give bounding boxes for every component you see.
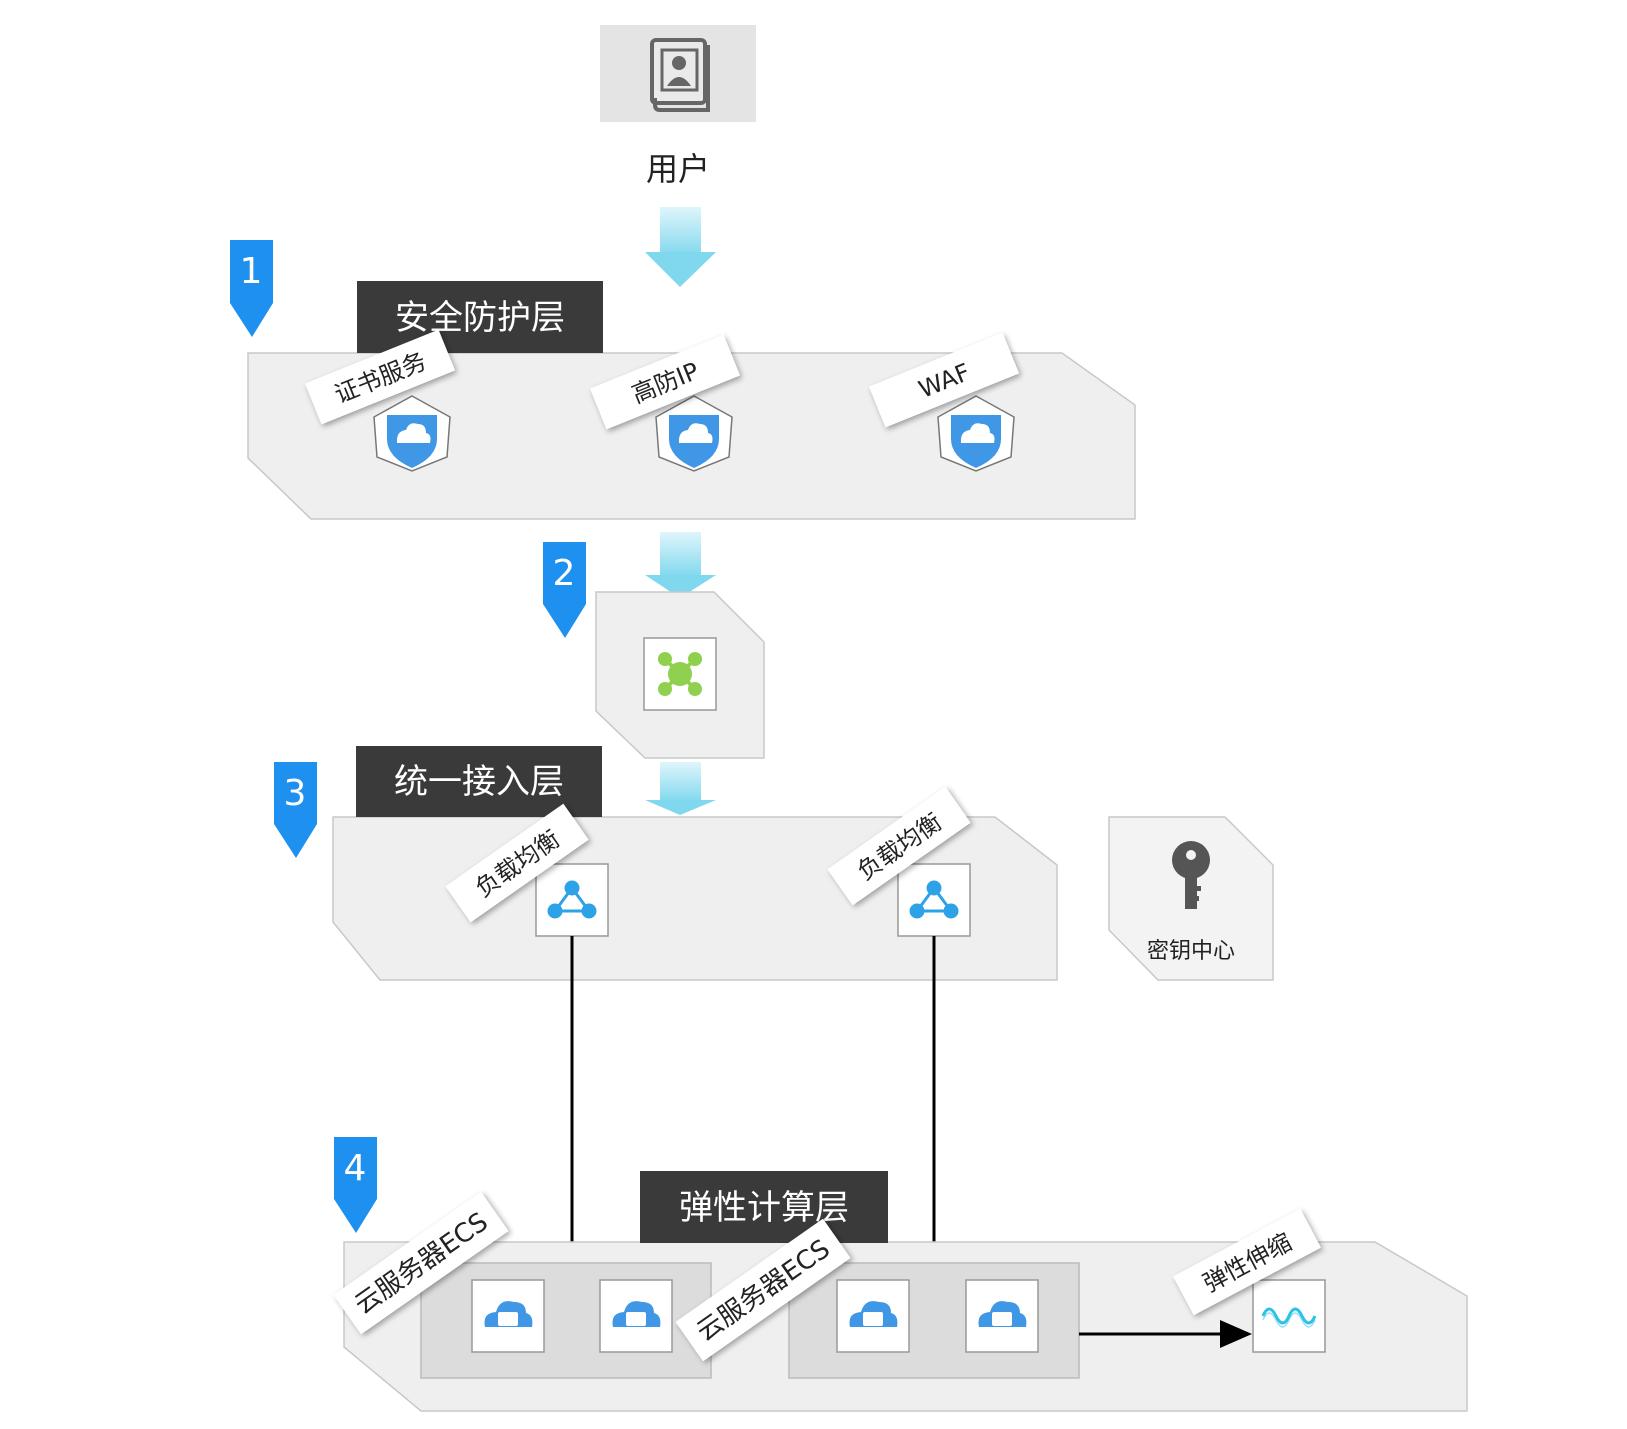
contact-book-icon xyxy=(650,38,710,112)
wave-icon xyxy=(1252,1279,1326,1353)
flow-arrow-gateway xyxy=(645,762,716,815)
compute-title-bar xyxy=(640,1171,888,1243)
access-title-bar xyxy=(356,746,602,817)
step-badge-4: 4 xyxy=(334,1137,377,1233)
flow-arrow-user xyxy=(645,207,716,287)
gateway-node xyxy=(595,591,765,759)
key-icon xyxy=(1172,841,1210,909)
kms-label: 密钥中心 xyxy=(1147,939,1235,964)
security-layer: 安全防护层 证书服务 高防IP WAF xyxy=(247,281,1136,520)
svg-text:4: 4 xyxy=(344,1148,367,1189)
cloud-shield-icon xyxy=(655,395,733,472)
user-label: 用户 xyxy=(646,150,710,188)
svg-text:3: 3 xyxy=(284,773,307,814)
svg-text:1: 1 xyxy=(240,251,263,292)
cloud-server-icon xyxy=(965,1279,1039,1353)
user-node: 用户 xyxy=(600,25,756,188)
cloud-shield-icon xyxy=(937,395,1015,472)
cloud-server-icon xyxy=(471,1279,545,1353)
step-badge-1: 1 xyxy=(230,240,273,337)
step-badge-2: 2 xyxy=(543,542,586,638)
access-layer: 统一接入层 xyxy=(332,746,1058,981)
load-balancer-icon xyxy=(897,863,971,937)
network-hub-icon xyxy=(658,652,702,696)
cloud-server-icon xyxy=(599,1279,673,1353)
load-balancer-icon xyxy=(535,863,609,937)
kms-node: 密钥中心 xyxy=(1108,816,1274,981)
svg-text:2: 2 xyxy=(553,553,576,594)
cloud-shield-icon xyxy=(373,395,451,472)
security-title: 安全防护层 xyxy=(395,298,565,338)
step-badge-3: 3 xyxy=(274,762,317,858)
compute-layer: 弹性计算层 xyxy=(333,1171,1468,1412)
access-title: 统一接入层 xyxy=(394,762,564,802)
flow-arrow-security xyxy=(645,532,716,598)
security-title-bar xyxy=(357,281,603,353)
cloud-server-icon xyxy=(836,1279,910,1353)
